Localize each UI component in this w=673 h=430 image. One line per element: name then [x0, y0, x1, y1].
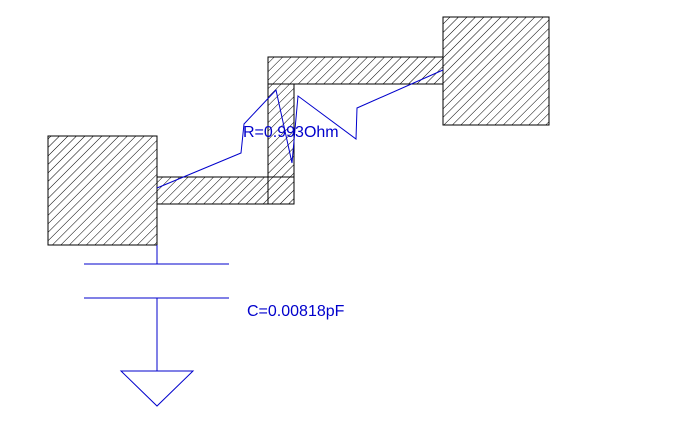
- ground-symbol-icon: [119, 370, 195, 407]
- resistor-zigzag-icon: [156, 69, 444, 189]
- parasitic-annotations: [84, 69, 444, 407]
- upper-wire-segment: [267, 56, 444, 85]
- capacitor-label: C=0.00818pF: [247, 303, 345, 320]
- right-pad: [442, 16, 550, 126]
- layout-shapes: [47, 16, 550, 246]
- resistor-label: R=0.993Ohm: [243, 124, 339, 141]
- left-pad: [47, 135, 158, 246]
